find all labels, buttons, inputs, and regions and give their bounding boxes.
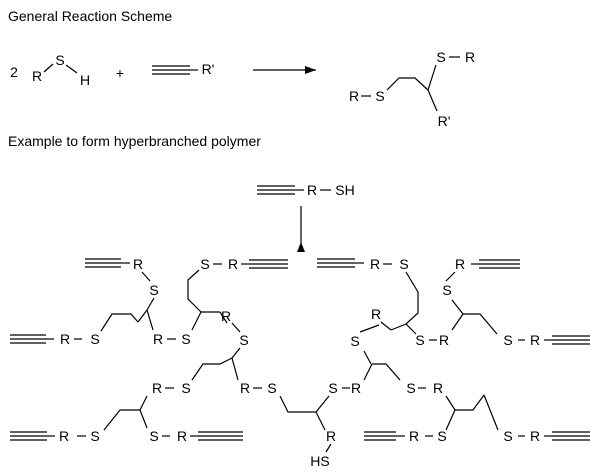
- general-scheme-heading: General Reaction Scheme: [8, 8, 173, 24]
- atom-R: R: [133, 256, 143, 272]
- atom-S: S: [181, 380, 190, 396]
- coefficient-label: 2: [10, 64, 18, 80]
- bond-chain: [463, 313, 498, 335]
- atom-S: S: [442, 282, 451, 298]
- atom-S: S: [239, 332, 248, 348]
- bond-line: [483, 394, 499, 431]
- bond-line: [445, 395, 456, 411]
- atom-R: R: [409, 428, 419, 444]
- atom-R: R: [60, 331, 70, 347]
- atom-S: S: [503, 332, 512, 348]
- bond-line: [65, 64, 78, 74]
- atom-R: R: [530, 428, 540, 444]
- bond-line: [103, 409, 121, 431]
- atom-R: R: [371, 306, 381, 322]
- atom-R: R: [433, 380, 443, 396]
- hyperbranched-example-heading: Example to form hyperbranched polymer: [8, 133, 261, 149]
- atom-S: S: [406, 380, 415, 396]
- bond-lines: [10, 56, 590, 453]
- atom-S: S: [503, 428, 512, 444]
- bond-chain: [279, 395, 330, 413]
- atom-S: S: [399, 256, 408, 272]
- arrowhead-right: [305, 66, 316, 74]
- bond-line: [363, 350, 372, 365]
- atom-R: R: [439, 332, 449, 348]
- atom-S: S: [149, 282, 158, 298]
- bond-line: [146, 297, 155, 311]
- bond-line: [139, 409, 148, 429]
- bond-line: [137, 309, 148, 323]
- atom-R: R: [32, 68, 42, 84]
- atom-S: S: [90, 428, 99, 444]
- atom-S: S: [328, 380, 337, 396]
- bond-line: [405, 323, 417, 335]
- atom-R-prime: R': [438, 113, 451, 129]
- atom-R: R: [530, 332, 540, 348]
- atom-SH: SH: [335, 182, 354, 198]
- atom-S: S: [55, 52, 64, 68]
- bond-line: [380, 321, 392, 331]
- atom-R: R: [370, 256, 380, 272]
- atom-R: R: [221, 308, 231, 324]
- arrowhead-down: [297, 242, 305, 252]
- atom-R: R: [152, 380, 162, 396]
- atom-S: S: [200, 256, 209, 272]
- bond-line: [141, 271, 151, 282]
- bond-line: [231, 347, 241, 359]
- bond-line: [363, 363, 373, 381]
- bond-line: [315, 411, 326, 431]
- bond-line: [191, 311, 202, 331]
- bond-line: [139, 395, 148, 411]
- atom-S: S: [375, 88, 384, 104]
- bond-line: [219, 311, 228, 324]
- atom-S: S: [415, 332, 424, 348]
- bond-chain: [191, 357, 233, 381]
- bond-line: [325, 443, 332, 453]
- atom-R: R: [349, 88, 359, 104]
- atom-R: R: [307, 182, 317, 198]
- bond-line: [390, 323, 407, 331]
- atom-HS: HS: [310, 453, 329, 469]
- atom-R: R: [59, 428, 69, 444]
- atom-R-prime: R': [202, 61, 215, 77]
- bond-chain: [405, 271, 419, 325]
- bond-line: [43, 63, 54, 73]
- bond-line: [231, 357, 239, 381]
- atom-R: R: [326, 428, 336, 444]
- bond-chain: [187, 269, 202, 313]
- bond-chain: [386, 77, 429, 91]
- atom-R: R: [351, 380, 361, 396]
- atom-R: R: [455, 256, 465, 272]
- atom-S: S: [436, 49, 445, 65]
- atom-R: R: [228, 256, 238, 272]
- plus-sign: +: [116, 65, 124, 81]
- atom-R: R: [465, 49, 475, 65]
- bond-line: [445, 271, 456, 282]
- atom-S: S: [437, 428, 446, 444]
- atom-H: H: [80, 72, 90, 88]
- bond-line: [451, 313, 464, 331]
- bond-line: [427, 64, 437, 91]
- atom-R: R: [240, 380, 250, 396]
- bond-line: [359, 324, 380, 333]
- bond-chain: [372, 363, 401, 381]
- atom-S: S: [350, 333, 359, 349]
- atom-R: R: [153, 331, 163, 347]
- bond-chain: [100, 313, 139, 332]
- bond-line: [427, 89, 438, 112]
- bond-chain: [455, 394, 485, 411]
- bond-line: [445, 409, 456, 431]
- bond-line: [146, 309, 154, 331]
- atom-S: S: [90, 331, 99, 347]
- atom-S: S: [149, 428, 158, 444]
- atom-S: S: [267, 380, 276, 396]
- bond-line: [231, 322, 241, 333]
- bond-line: [451, 299, 464, 315]
- atom-R: R: [177, 428, 187, 444]
- atom-S: S: [181, 331, 190, 347]
